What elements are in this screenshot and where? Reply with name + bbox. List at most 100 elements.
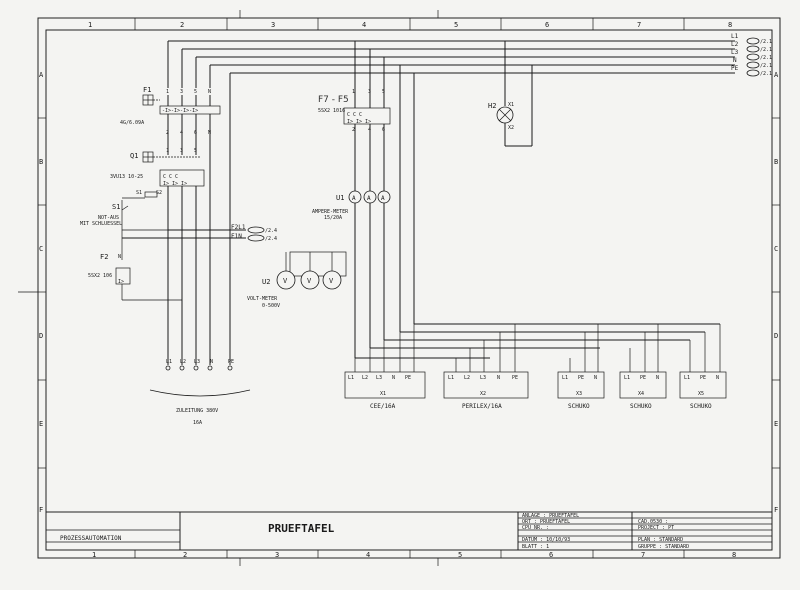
socket-x1: L1 L2 L3 N PE X1 CEE/16A (344, 324, 426, 410)
bus-ref-l2: L2 /2.1 (731, 41, 772, 53)
svg-text:5: 5 (194, 89, 197, 95)
socket-x3: L1 PE N X3 SCHUKO (557, 324, 605, 410)
svg-text:L2: L2 (180, 359, 186, 365)
bus-label: PE (731, 65, 739, 72)
svg-text:L2: L2 (362, 375, 368, 381)
svg-text:2: 2 (352, 127, 355, 133)
svg-text:PE: PE (640, 375, 646, 381)
socket-name: PERILEX/16A (462, 403, 502, 410)
socket-distribution (355, 323, 720, 359)
bus-ref-l3: L3 /2.1 (731, 49, 772, 61)
fuse-f2: F2 N I> 5SX2 106 (88, 253, 182, 301)
svg-text:GRUPPE : STANDARD: GRUPPE : STANDARD (638, 544, 689, 550)
q1-type: 3VU13 10-25 (110, 174, 143, 180)
volt-meter-u2: U2 V V V VOLT-METER 0-500V (247, 251, 347, 309)
svg-text:PROJECT : PT: PROJECT : PT (638, 525, 674, 531)
bus-ref-pe: PE /2.1 (731, 65, 772, 77)
u2-tag: U2 (262, 278, 270, 286)
svg-text:/2.4: /2.4 (265, 228, 277, 234)
svg-text:L2: L2 (464, 375, 470, 381)
row-label-right: F (774, 506, 778, 514)
col-label-top: 8 (728, 21, 732, 29)
row-label-right: D (774, 332, 778, 340)
u1-desc: AMPERE-METER (312, 209, 349, 215)
svg-text:A: A (367, 195, 371, 202)
socket-tag: X4 (638, 391, 644, 397)
col-label-top: 5 (454, 21, 458, 29)
col-label-bottom: 1 (92, 551, 96, 559)
svg-text:L1: L1 (684, 375, 690, 381)
svg-text:C C C: C C C (163, 174, 178, 180)
socket-name: SCHUKO (690, 403, 712, 410)
svg-text:V: V (283, 277, 288, 285)
f1-tag: F1 (143, 86, 151, 94)
lamp-h2: H2 X1 X2 (488, 41, 533, 147)
bus-ref: /2.1 (760, 47, 772, 53)
socket-x4: L1 PE N X4 SCHUKO (619, 324, 667, 410)
svg-text:BLATT : 1: BLATT : 1 (522, 544, 549, 550)
svg-text:I>: I> (118, 279, 124, 285)
svg-text:3: 3 (180, 89, 183, 95)
bus-ref-n: N /2.1 (733, 57, 772, 69)
svg-text:X2: X2 (508, 125, 514, 131)
socket-name: CEE/16A (370, 403, 396, 410)
u2-desc: VOLT-METER (247, 296, 278, 302)
svg-text:A: A (381, 195, 385, 202)
row-label-left: E (39, 420, 43, 428)
emergency-stop-s1: S1 NOT-AUS MIT SCHLUESSEL (80, 197, 168, 260)
col-label-bottom: 8 (732, 551, 736, 559)
supply-terminals: L1 L2 L3 N PE ZULEITUNG 380V 16A (149, 359, 251, 426)
svg-text:PE: PE (700, 375, 706, 381)
row-label-right: E (774, 420, 778, 428)
f2-tag: F2 (100, 253, 108, 261)
u1-desc2: 15/20A (324, 215, 342, 221)
svg-text:V: V (307, 277, 312, 285)
svg-text:-I>-I>-I>-I>: -I>-I>-I>-I> (162, 108, 198, 114)
row-label-left: A (39, 71, 44, 79)
f1n-tag: F1N (231, 233, 242, 240)
fuse-f7-f5: F7 - F5 5SX2 1016 1 3 5 C C C I> I> I> 2… (318, 41, 415, 358)
svg-text:ANLAGE : PRUEFTAFEL: ANLAGE : PRUEFTAFEL (522, 513, 579, 519)
bus-label: N (733, 57, 737, 64)
col-label-top: 7 (637, 21, 641, 29)
f2l1-tag: F2L1 (231, 224, 246, 231)
svg-text:5: 5 (194, 148, 197, 154)
fuse-f1: F1 1 3 5 N -I>-I>-I>-I> 4G/6.09A 2 4 6 N (120, 86, 221, 365)
svg-text:N: N (716, 375, 719, 381)
svg-text:S1: S1 (136, 190, 142, 196)
svg-text:1: 1 (166, 89, 169, 95)
row-label-left: F (39, 506, 43, 514)
svg-text:N: N (118, 254, 121, 260)
svg-text:CAD.0530 :: CAD.0530 : (638, 519, 668, 525)
u2-desc2: 0-500V (262, 303, 280, 309)
svg-text:X1: X1 (508, 102, 514, 108)
svg-text:PE: PE (512, 375, 518, 381)
svg-text:N: N (392, 375, 395, 381)
col-label-top: 3 (271, 21, 275, 29)
company-name: PROZESSAUTOMATION (60, 535, 122, 542)
col-label-top: 2 (180, 21, 184, 29)
svg-text:L3: L3 (194, 359, 200, 365)
bus-ref: /2.1 (760, 71, 772, 77)
f1-rating: 4G/6.09A (120, 120, 144, 126)
row-label-left: C (39, 245, 43, 253)
socket-tag: X5 (698, 391, 704, 397)
svg-text:L1: L1 (624, 375, 630, 381)
col-label-top: 6 (545, 21, 549, 29)
main-busbars: L1 /2.1 L2 /2.1 L3 /2.1 N /2.1 PE /2.1 (167, 33, 772, 365)
svg-text:N: N (210, 359, 213, 365)
col-label-bottom: 6 (549, 551, 553, 559)
socket-tag: X3 (576, 391, 582, 397)
svg-text:S2: S2 (156, 190, 162, 196)
supply-label: ZULEITUNG 380V (176, 408, 218, 414)
svg-text:I> I> I>: I> I> I> (347, 119, 371, 125)
h2-tag: H2 (488, 102, 496, 110)
grid-labels: 1 2 3 4 5 6 7 8 1 2 3 4 5 6 7 8 A B C D … (39, 21, 779, 559)
col-label-bottom: 7 (641, 551, 645, 559)
bus-label: L1 (731, 33, 739, 40)
col-label-bottom: 4 (366, 551, 370, 559)
f7-tag: F7 - F5 (318, 95, 349, 105)
svg-text:/2.4: /2.4 (265, 236, 277, 242)
svg-text:PE: PE (578, 375, 584, 381)
